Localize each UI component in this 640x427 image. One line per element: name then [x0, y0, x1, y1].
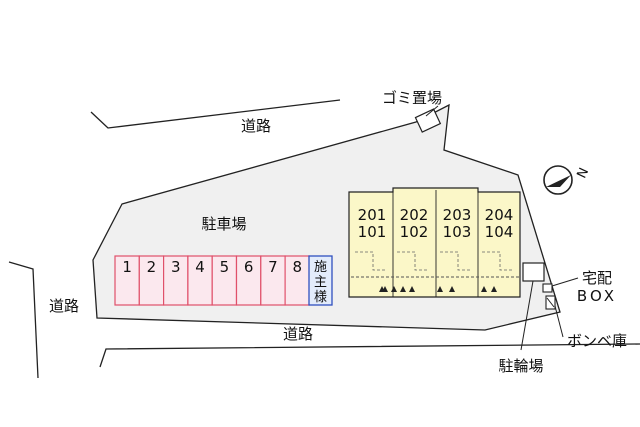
entrance-marker [409, 286, 415, 292]
parking-slot-number: 4 [195, 258, 205, 276]
parking-slot-number: 2 [147, 258, 157, 276]
delivery-box-label-1: 宅配 [582, 269, 612, 287]
leader-garbage [425, 105, 439, 117]
unit-interior-line [397, 251, 429, 271]
garbage-station [414, 108, 442, 133]
delivery-box-label-2: BOX [577, 287, 617, 305]
entrance-marker [400, 286, 406, 292]
owner-space-char-1: 施 [314, 260, 327, 275]
building-outline [348, 187, 521, 298]
delivery-box [542, 283, 553, 293]
road-edge-left [8, 261, 39, 379]
parking-lot-label: 駐車場 [201, 215, 246, 233]
leader-gas [554, 305, 564, 338]
leader-bicycle [520, 280, 534, 351]
compass-icon: N [543, 165, 593, 195]
garbage-label: ゴミ置場 [382, 89, 442, 107]
owner-space-char-2: 主 [314, 275, 327, 290]
entrance-marker [382, 286, 388, 292]
gas-cylinder-label: ボンベ庫 [567, 332, 627, 350]
leader-delivery [551, 277, 579, 287]
owner-space-char-3: 様 [314, 290, 327, 305]
entrance-marker [391, 286, 397, 292]
bicycle-parking-label: 駐輪場 [498, 357, 543, 375]
owner-space [308, 255, 333, 306]
parking-slot-number: 6 [244, 258, 254, 276]
road-bottom-label: 道路 [283, 325, 313, 343]
unit-number-upper: 201 [358, 206, 387, 224]
road-left-label: 道路 [49, 297, 79, 315]
parking-slot-number: 8 [292, 258, 302, 276]
unit-interior-line [355, 251, 387, 271]
unit-number-upper: 202 [400, 206, 429, 224]
road-edge-top [90, 99, 341, 129]
entrance-marker [449, 286, 455, 292]
parking-slot-number: 5 [220, 258, 230, 276]
compass-letter: N [575, 166, 593, 181]
unit-number-lower: 102 [400, 223, 429, 241]
gas-cylinder-mark [546, 297, 555, 308]
parking-slot-number: 7 [268, 258, 278, 276]
entrance-marker [491, 286, 497, 292]
parking-slot-number: 1 [122, 258, 132, 276]
parking-slot-number: 3 [171, 258, 181, 276]
unit-number-lower: 101 [358, 223, 387, 241]
unit-interior-line [482, 251, 514, 271]
entrance-marker [437, 286, 443, 292]
bicycle-parking-area [522, 262, 545, 282]
parking-slot [284, 255, 311, 306]
road-edge-bottom [99, 343, 640, 368]
unit-interior-line [440, 251, 472, 271]
unit-number-lower: 104 [485, 223, 514, 241]
unit-number-upper: 203 [443, 206, 472, 224]
parking-slot [114, 255, 140, 306]
road-top-label: 道路 [241, 117, 271, 135]
unit-number-upper: 204 [485, 206, 514, 224]
parking-slot [138, 255, 165, 306]
unit-number-lower: 103 [443, 223, 472, 241]
entrance-marker [481, 286, 487, 292]
